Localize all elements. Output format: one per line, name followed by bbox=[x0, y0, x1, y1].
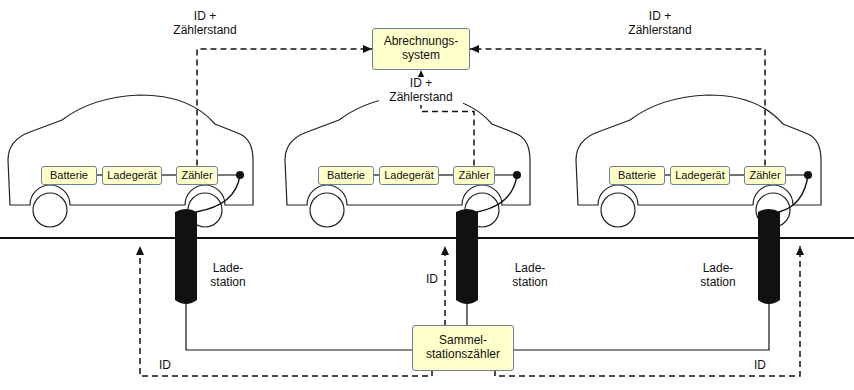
charger-box: Ladegerät bbox=[102, 166, 162, 185]
box-text: Batterie bbox=[327, 169, 365, 182]
station-label: Lade- station bbox=[693, 262, 743, 290]
signal-label: ID bbox=[426, 273, 438, 287]
box-text: Ladegerät bbox=[107, 169, 157, 182]
battery-box: Batterie bbox=[609, 166, 665, 185]
ground-line bbox=[0, 237, 854, 239]
meter-box: Zähler bbox=[744, 166, 786, 185]
box-text: Batterie bbox=[50, 169, 88, 182]
edge-label: ID + Zählerstand bbox=[379, 77, 463, 105]
wire bbox=[730, 174, 744, 175]
car-outline bbox=[285, 95, 530, 227]
charger-box: Ladegerät bbox=[670, 166, 730, 185]
edge-label: ID + Zählerstand bbox=[618, 10, 702, 38]
charging-station bbox=[175, 209, 780, 304]
data-flow-arrow bbox=[197, 49, 372, 166]
box-text: Batterie bbox=[618, 169, 656, 182]
collective-meter-box: Sammel- stationszähler bbox=[412, 325, 514, 371]
box-text: Zähler bbox=[458, 169, 489, 182]
meter-box: Zähler bbox=[453, 166, 495, 185]
edge-label: ID + Zählerstand bbox=[163, 10, 247, 38]
box-text: Sammel- stationszähler bbox=[417, 334, 509, 362]
box-text: Abrechnungs- system bbox=[377, 35, 465, 63]
id-arrow bbox=[140, 246, 800, 376]
billing-system-box: Abrechnungs- system bbox=[372, 28, 470, 70]
meter-box: Zähler bbox=[176, 166, 218, 185]
station-label: Lade- station bbox=[203, 262, 253, 290]
box-text: Zähler bbox=[181, 169, 212, 182]
car-outline bbox=[576, 95, 821, 227]
data-flow-arrow bbox=[470, 49, 765, 166]
car-outline bbox=[8, 95, 253, 227]
box-text: Zähler bbox=[749, 169, 780, 182]
signal-label: ID bbox=[754, 359, 766, 373]
charger-box: Ladegerät bbox=[379, 166, 439, 185]
box-text: Ladegerät bbox=[675, 169, 725, 182]
wire bbox=[439, 174, 453, 175]
station-label: Lade- station bbox=[505, 262, 555, 290]
box-text: Ladegerät bbox=[384, 169, 434, 182]
wire bbox=[162, 174, 176, 175]
battery-box: Batterie bbox=[41, 166, 97, 185]
signal-label: ID bbox=[159, 359, 171, 373]
battery-box: Batterie bbox=[318, 166, 374, 185]
